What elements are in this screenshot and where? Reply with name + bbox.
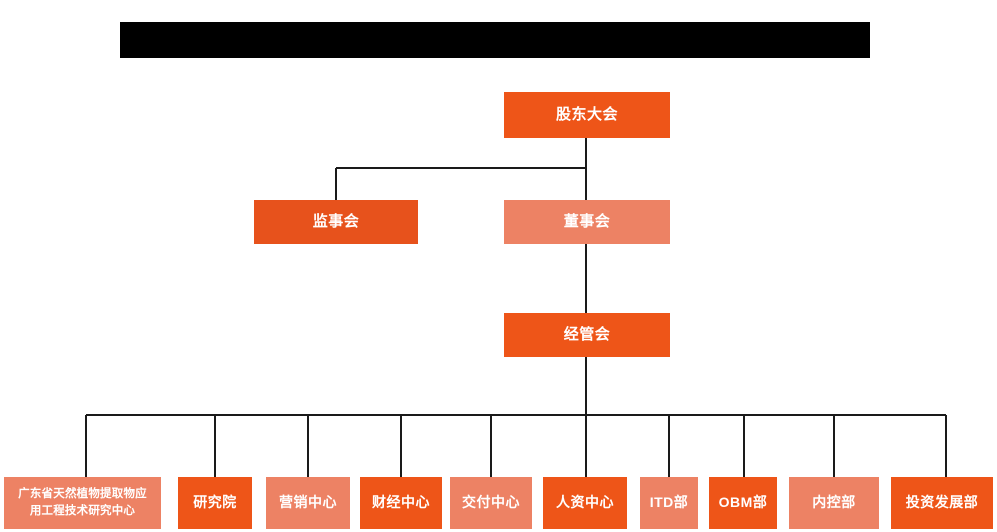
org-node-finance-center[interactable]: 财经中心 [360, 477, 442, 529]
org-node-label: 广东省天然植物提取物应 用工程技术研究中心 [18, 488, 147, 517]
org-node-label: 人资中心 [556, 494, 614, 511]
org-node-board-of-supervisors[interactable]: 监事会 [254, 200, 418, 244]
org-node-guangdong-research-center[interactable]: 广东省天然植物提取物应 用工程技术研究中心 [4, 477, 161, 529]
org-node-label: 交付中心 [462, 494, 520, 511]
redacted-title-bar [120, 22, 870, 58]
org-node-label: 营销中心 [279, 494, 337, 511]
org-node-obm-department[interactable]: OBM部 [709, 477, 777, 529]
org-node-hr-center[interactable]: 人资中心 [543, 477, 627, 529]
org-node-label: 股东大会 [555, 106, 618, 124]
org-node-internal-control-department[interactable]: 内控部 [789, 477, 879, 529]
org-node-shareholders-meeting[interactable]: 股东大会 [504, 92, 670, 138]
org-node-management-committee[interactable]: 经管会 [504, 313, 670, 357]
org-node-investment-development-department[interactable]: 投资发展部 [891, 477, 993, 529]
org-node-label: 董事会 [563, 213, 611, 231]
org-node-label: 投资发展部 [905, 494, 979, 511]
org-node-delivery-center[interactable]: 交付中心 [450, 477, 532, 529]
org-node-label: 财经中心 [372, 494, 430, 511]
org-node-board-of-directors[interactable]: 董事会 [504, 200, 670, 244]
org-node-label: 监事会 [312, 213, 360, 231]
org-node-label: OBM部 [718, 494, 768, 511]
org-node-research-institute[interactable]: 研究院 [178, 477, 252, 529]
org-node-label: 经管会 [563, 326, 611, 344]
org-node-label: 研究院 [193, 494, 237, 511]
org-node-itd-department[interactable]: ITD部 [640, 477, 698, 529]
org-node-label: 内控部 [812, 494, 856, 511]
org-node-label: ITD部 [649, 494, 689, 511]
org-node-marketing-center[interactable]: 营销中心 [266, 477, 350, 529]
